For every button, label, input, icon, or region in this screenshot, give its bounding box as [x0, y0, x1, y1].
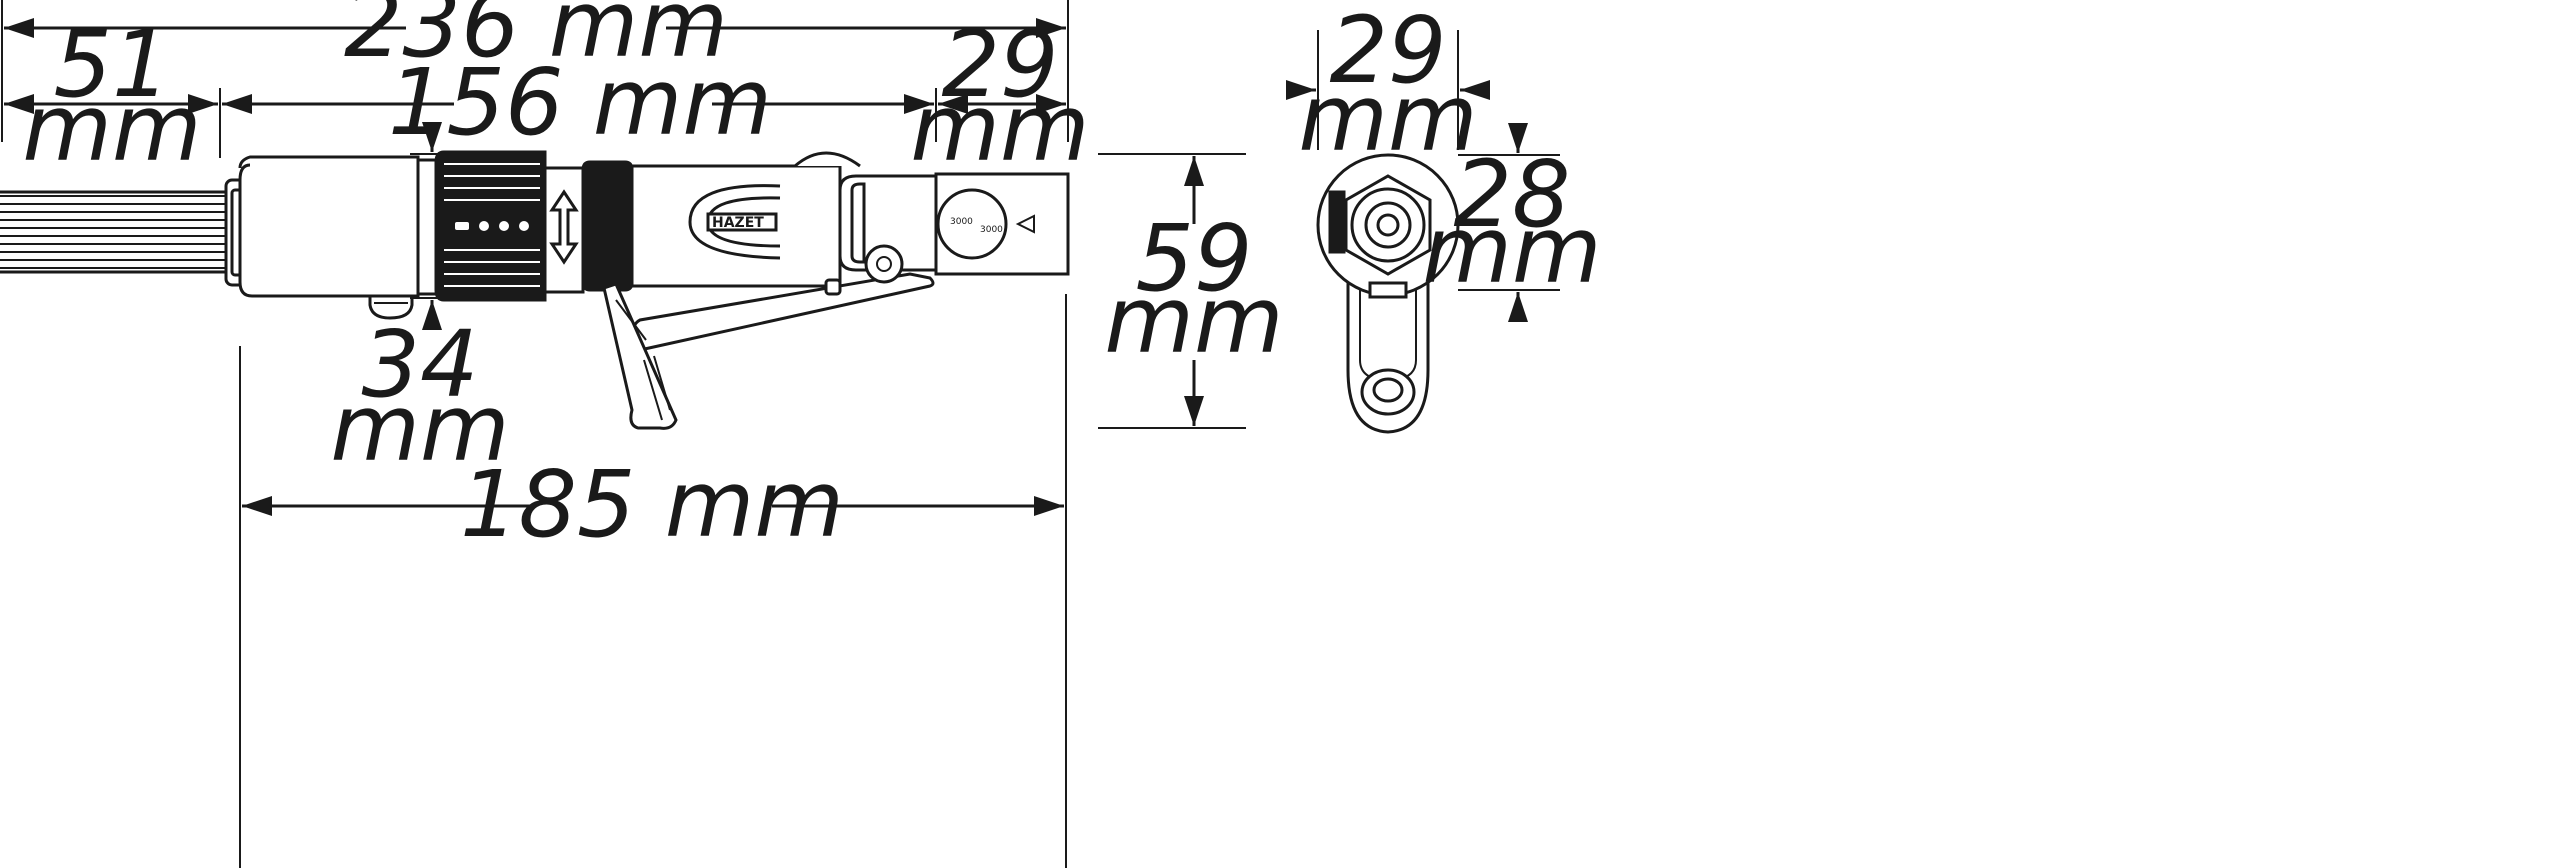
dim-side-width-unit: mm — [1298, 65, 1477, 172]
svg-text:3000: 3000 — [980, 225, 1003, 235]
dim-body-height-unit: mm — [1104, 267, 1283, 374]
dim-needle-length-unit: mm — [22, 75, 201, 182]
needle-bundle — [0, 190, 230, 274]
front-button — [368, 294, 414, 320]
front-barrel — [238, 155, 420, 298]
dim-front-diameter-unit: mm — [330, 375, 509, 482]
dim-handle-length: 185 mm — [460, 451, 844, 558]
dim-side-height-value: 28 — [1453, 141, 1570, 248]
triangle-pointer-icon — [1015, 214, 1035, 234]
trigger-lever — [602, 244, 935, 430]
needle-scaler-end-view — [1316, 153, 1460, 434]
double-arrow-icon — [549, 189, 579, 265]
dim-total-length: 236 mm — [344, 0, 728, 78]
selector-window — [543, 166, 585, 294]
brand-text: HAZET — [712, 215, 764, 231]
adjustment-ring — [434, 150, 547, 302]
dim-inlet-length-value: 29 — [941, 11, 1058, 118]
svg-text:3000: 3000 — [950, 217, 973, 227]
dim-side-height-unit: mm — [1422, 197, 1601, 304]
speed-dial — [936, 188, 1008, 260]
dim-front-diameter-value: 34 — [361, 311, 478, 418]
dim-body-length: 156 mm — [388, 49, 772, 156]
dim-body-height-value: 59 — [1135, 205, 1252, 312]
dim-side-width-value: 29 — [1329, 0, 1446, 104]
needle-scaler-side-view: HAZET 3000 3000 — [0, 150, 1070, 430]
knurled-grip — [581, 160, 634, 292]
dim-needle-length-value: 51 — [53, 11, 170, 118]
brand-logo: HAZET — [688, 184, 781, 260]
dim-inlet-length-unit: mm — [910, 75, 1089, 182]
top-bump — [794, 151, 861, 168]
